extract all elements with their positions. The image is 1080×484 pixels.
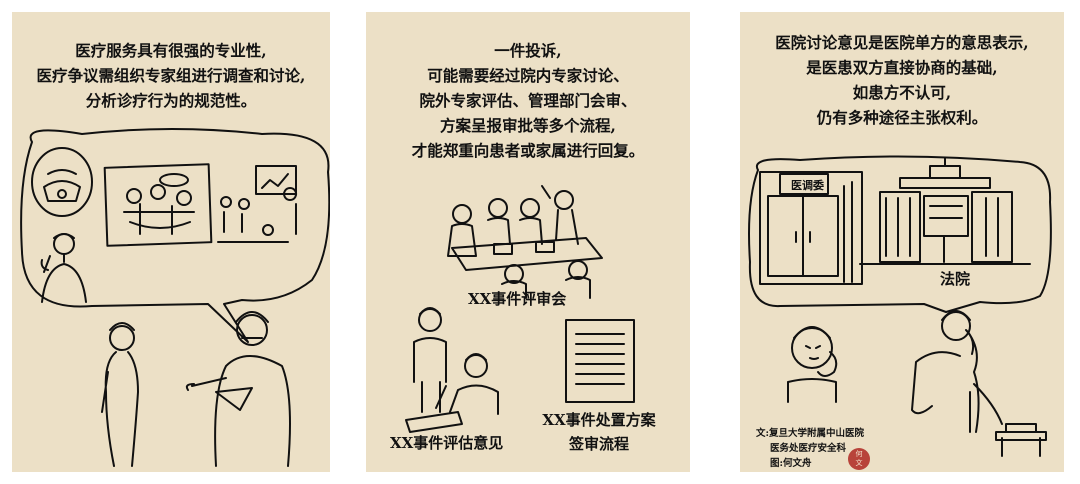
caption-line: 方案呈报审批等多个流程, <box>440 116 616 135</box>
credit-line: 文:复旦大学附属中山医院 <box>756 428 865 439</box>
meeting-label: XX事件评审会 <box>468 290 567 308</box>
conference-board <box>255 165 297 195</box>
caption-line: 分析诊疗行为的规范性。 <box>85 91 257 110</box>
mediation-sign: 医调委 <box>791 179 824 192</box>
speech-bubble <box>748 155 1052 313</box>
credit-line: 医务处医疗安全科 <box>770 443 847 454</box>
plan-document <box>565 319 635 403</box>
caption-line: 一件投诉, <box>494 41 562 60</box>
comic-panel-1: 医疗服务具有很强的专业性, 医疗争议需组织专家组进行调查和讨论, 分析诊疗行为的… <box>12 12 330 472</box>
panel-3-caption: 医院讨论意见是医院单方的意思表示, 是医患双方直接协商的基础, 如患方不认可, … <box>740 30 1064 130</box>
panel-3-illustration <box>748 155 1052 457</box>
caption-line: 才能郑重向患者或家属进行回复。 <box>411 141 645 160</box>
telephone-icon <box>31 147 93 217</box>
court-building <box>899 157 991 189</box>
desk-telephone-icon <box>973 383 1047 457</box>
caption-line: 仍有多种途径主张权利。 <box>816 108 988 127</box>
panel-2-illustration <box>405 185 635 433</box>
comic-panel-2: 一件投诉, 可能需要经过院内专家讨论、 院外专家评估、管理部门会审、 方案呈报审… <box>366 12 690 472</box>
plan-label-line: 签审流程 <box>568 435 629 453</box>
document-sheet <box>405 411 463 433</box>
speech-bubble <box>20 128 330 343</box>
caption-line: 可能需要经过院内专家讨论、 <box>427 66 629 85</box>
panel-1-illustration <box>20 128 330 467</box>
panel-1-caption: 医疗服务具有很强的专业性, 医疗争议需组织专家组进行调查和讨论, 分析诊疗行为的… <box>12 38 330 113</box>
panel-2-caption: 一件投诉, 可能需要经过院内专家讨论、 院外专家评估、管理部门会审、 方案呈报审… <box>366 38 690 163</box>
artist-seal: 何文 <box>848 448 870 470</box>
credit-line: 图:何文舟 <box>770 458 812 469</box>
plan-label: XX事件处置方案 签审流程 <box>524 408 674 456</box>
doctor-figure <box>236 314 268 346</box>
surgery-scene <box>103 163 213 247</box>
court-label: 法院 <box>940 270 971 288</box>
plan-label-line: XX事件处置方案 <box>542 411 656 429</box>
caption-line: 是医患双方直接协商的基础, <box>806 58 998 77</box>
comic-panel-3: 医院讨论意见是医院单方的意思表示, 是医患双方直接协商的基础, 如患方不认可, … <box>740 12 1064 472</box>
assessment-label: XX事件评估意见 <box>390 434 504 452</box>
caption-line: 如患方不认可, <box>852 83 952 102</box>
patient-family-figure <box>109 325 135 351</box>
caption-line: 医院讨论意见是医院单方的意思表示, <box>775 33 1029 52</box>
caption-line: 医疗争议需组织专家组进行调查和讨论, <box>36 66 306 85</box>
caption-line: 院外专家评估、管理部门会审、 <box>419 91 637 110</box>
caption-line: 医疗服务具有很强的专业性, <box>75 41 267 60</box>
mediation-committee-door <box>759 171 863 285</box>
credits: 文:复旦大学附属中山医院 医务处医疗安全科 图:何文舟 <box>756 426 864 471</box>
